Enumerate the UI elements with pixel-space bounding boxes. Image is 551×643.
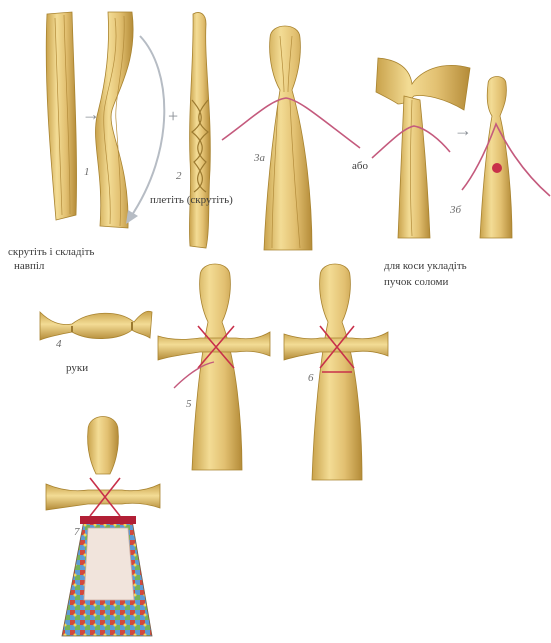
- straw-bundle-straight: [46, 12, 76, 220]
- straw-bundle-twisted: [95, 12, 133, 228]
- plus-sign: +: [168, 106, 178, 126]
- step-number-4: 4: [56, 338, 62, 350]
- fold-arc-arrow: [130, 36, 164, 218]
- step-number-3a: 3а: [254, 152, 265, 164]
- step-number-5: 5: [186, 398, 192, 410]
- label-or: або: [352, 160, 368, 172]
- step-number-1: 1: [84, 166, 90, 178]
- label-arms: руки: [66, 362, 88, 374]
- doll-with-arms-5: [158, 264, 270, 470]
- step-number-3b: 3б: [450, 204, 461, 216]
- label-braid: плетіть (скрутіть): [150, 194, 233, 206]
- straw-braid: [189, 12, 210, 248]
- arrow-right-2: →: [454, 120, 472, 140]
- arrow-right-1: →: [82, 104, 100, 124]
- doll-tied-6: [284, 264, 388, 480]
- label-twist-line1: скрутіть і складіть: [8, 246, 94, 258]
- label-twist-line2: навпіл: [14, 260, 44, 272]
- step-number-7: 7: [74, 526, 80, 538]
- step-number-6: 6: [308, 372, 314, 384]
- arms-bundle: [40, 311, 152, 340]
- doll-small-3b: [462, 77, 550, 239]
- fold-arrowhead: [126, 210, 138, 224]
- label-fold-line2: пучок соломи: [384, 276, 448, 288]
- step-number-2: 2: [176, 170, 182, 182]
- doll-dressed-7: [46, 417, 160, 637]
- label-fold-line1: для коси укладіть: [384, 260, 467, 272]
- doll-body-3a: [222, 26, 360, 250]
